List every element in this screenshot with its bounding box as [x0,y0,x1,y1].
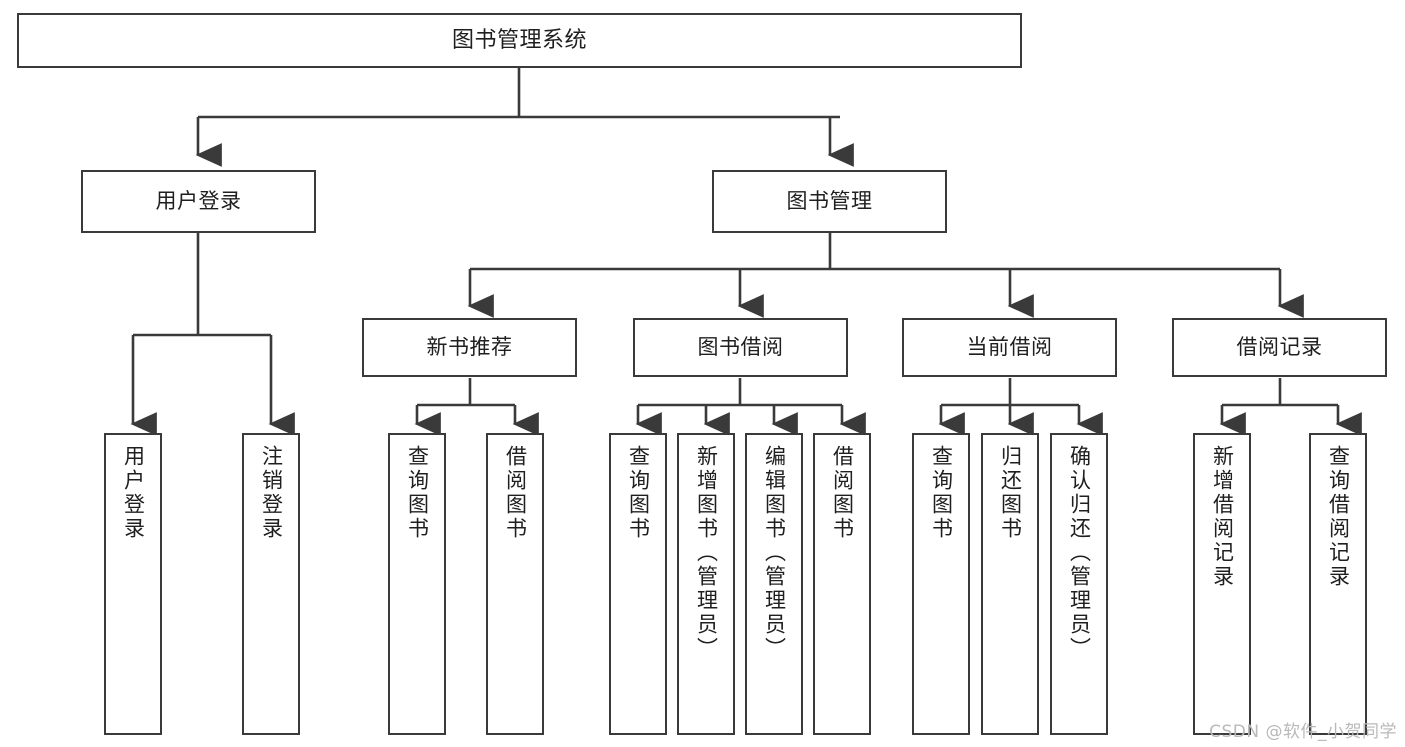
leaf-user-login-logout[interactable]: 注销登录 [242,433,300,735]
node-current-borrow[interactable]: 当前借阅 [902,318,1117,377]
node-new-book-recommend[interactable]: 新书推荐 [362,318,577,377]
node-label: 注销登录 [259,445,284,541]
node-label: 归还图书 [998,445,1023,541]
leaf-user-login-login[interactable]: 用户登录 [104,433,162,735]
node-label: 查询图书 [405,445,430,541]
node-label: 查询借阅记录 [1326,445,1351,589]
leaf-current-borrow-confirm-return-admin[interactable]: 确认归还（管理员） [1050,433,1108,735]
node-label: 编辑图书（管理员） [762,445,787,661]
node-label: 新增图书（管理员） [694,445,719,661]
node-book-management[interactable]: 图书管理 [712,170,947,233]
node-user-login[interactable]: 用户登录 [81,170,316,233]
node-label: 查询图书 [929,445,954,541]
node-borrow-record[interactable]: 借阅记录 [1172,318,1387,377]
node-label: 查询图书 [626,445,651,541]
leaf-book-borrow-edit-book-admin[interactable]: 编辑图书（管理员） [745,433,803,735]
node-label: 用户登录 [121,445,146,541]
leaf-book-borrow-add-book-admin[interactable]: 新增图书（管理员） [677,433,735,735]
leaf-borrow-record-query-record[interactable]: 查询借阅记录 [1309,433,1367,735]
node-label: 图书管理 [786,188,873,213]
node-root-book-management-system[interactable]: 图书管理系统 [17,13,1022,68]
node-label: 当前借阅 [966,334,1053,359]
leaf-new-book-borrow-book[interactable]: 借阅图书 [486,433,544,735]
node-label: 借阅记录 [1236,334,1323,359]
leaf-book-borrow-query-book[interactable]: 查询图书 [609,433,667,735]
node-label: 确认归还（管理员） [1067,445,1092,661]
node-label: 借阅图书 [503,445,528,541]
node-label: 新书推荐 [426,334,513,359]
node-label: 新增借阅记录 [1210,445,1235,589]
leaf-new-book-query-book[interactable]: 查询图书 [388,433,446,735]
leaf-current-borrow-query-book[interactable]: 查询图书 [912,433,970,735]
csdn-watermark: CSDN @软件_小贺同学 [1209,722,1397,742]
leaf-borrow-record-add-record[interactable]: 新增借阅记录 [1193,433,1251,735]
node-label: 图书管理系统 [451,27,587,53]
leaf-current-borrow-return-book[interactable]: 归还图书 [981,433,1039,735]
node-label: 图书借阅 [697,334,784,359]
leaf-book-borrow-borrow-book[interactable]: 借阅图书 [813,433,871,735]
node-book-borrow[interactable]: 图书借阅 [633,318,848,377]
node-label: 用户登录 [155,188,242,213]
node-label: 借阅图书 [830,445,855,541]
